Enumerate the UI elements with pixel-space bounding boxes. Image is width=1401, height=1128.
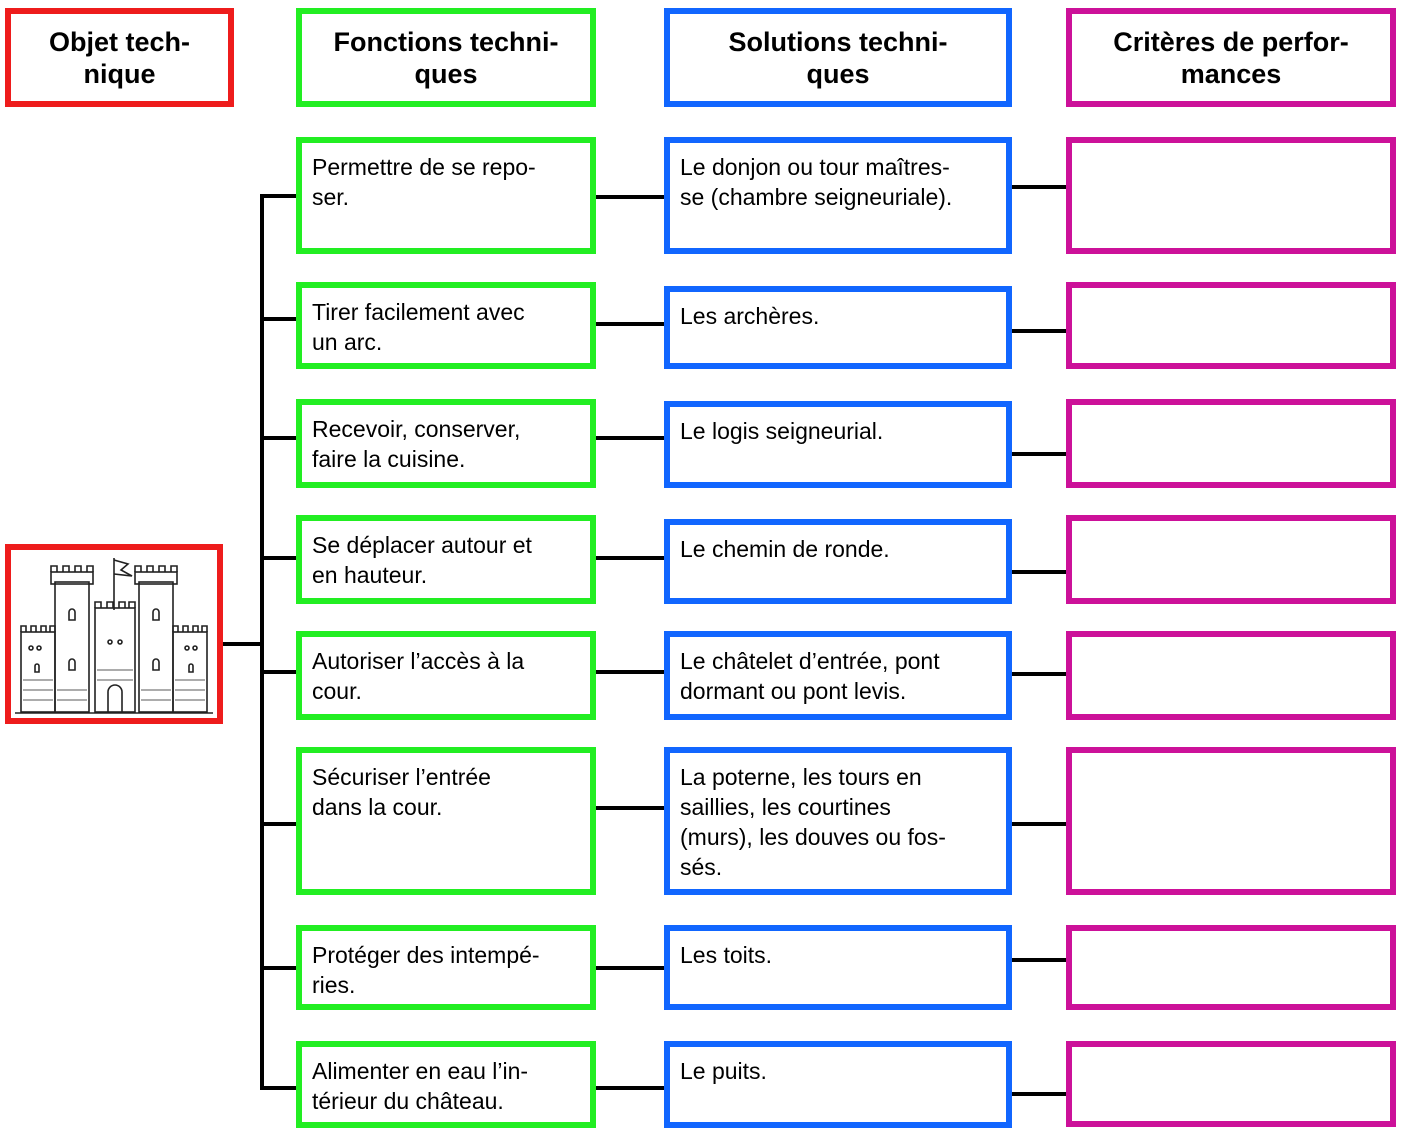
solution-box: Le logis seigneurial. — [664, 401, 1012, 488]
header-fonctions-label: Fonctions techni- ques — [333, 26, 559, 89]
header-solutions-label: Solutions techni- ques — [728, 26, 948, 89]
solution-box: Les archères. — [664, 286, 1012, 369]
branch-line — [260, 194, 300, 198]
header-objet-label: Objet tech- nique — [48, 26, 190, 89]
branch-line — [260, 317, 300, 321]
solution-box: La poterne, les tours en saillies, les c… — [664, 747, 1012, 895]
critere-box[interactable] — [1066, 137, 1396, 254]
header-fonctions-techniques: Fonctions techni- ques — [296, 8, 596, 107]
link-solution-critere — [1010, 452, 1070, 456]
critere-box[interactable] — [1066, 747, 1396, 895]
solution-box: Le chemin de ronde. — [664, 519, 1012, 604]
header-criteres-label: Critères de perfor- mances — [1113, 26, 1349, 89]
fonction-box: Tirer facilement avec un arc. — [296, 282, 596, 369]
connector-object-trunk — [223, 642, 264, 646]
solution-box: Le puits. — [664, 1041, 1012, 1128]
solution-box: Le donjon ou tour maîtres- se (chambre s… — [664, 137, 1012, 254]
branch-line — [260, 556, 300, 560]
branch-line — [260, 670, 300, 674]
link-solution-critere — [1010, 1092, 1070, 1096]
critere-box[interactable] — [1066, 282, 1396, 369]
fonction-box: Se déplacer autour et en hauteur. — [296, 515, 596, 604]
link-fonction-solution — [594, 670, 668, 674]
header-solutions-techniques: Solutions techni- ques — [664, 8, 1012, 107]
link-solution-critere — [1010, 958, 1070, 962]
link-fonction-solution — [594, 322, 668, 326]
connector-trunk-vertical — [260, 194, 264, 1090]
critere-box[interactable] — [1066, 925, 1396, 1010]
link-fonction-solution — [594, 436, 668, 440]
link-solution-critere — [1010, 329, 1070, 333]
link-solution-critere — [1010, 672, 1070, 676]
critere-box[interactable] — [1066, 1041, 1396, 1127]
solution-box: Le châtelet d’entrée, pont dormant ou po… — [664, 631, 1012, 720]
critere-box[interactable] — [1066, 399, 1396, 488]
castle-image-box — [5, 544, 223, 724]
link-solution-critere — [1010, 822, 1070, 826]
fonction-box: Alimenter en eau l’in- térieur du châtea… — [296, 1041, 596, 1128]
branch-line — [260, 1086, 300, 1090]
castle-illustration — [15, 558, 213, 714]
link-solution-critere — [1010, 570, 1070, 574]
critere-box[interactable] — [1066, 631, 1396, 720]
header-objet-technique: Objet tech- nique — [5, 8, 234, 107]
fonction-box: Sécuriser l’entrée dans la cour. — [296, 747, 596, 895]
branch-line — [260, 436, 300, 440]
fonction-box: Recevoir, conserver, faire la cuisine. — [296, 399, 596, 488]
branch-line — [260, 822, 300, 826]
fonction-box: Autoriser l’accès à la cour. — [296, 631, 596, 720]
branch-line — [260, 966, 300, 970]
link-fonction-solution — [594, 195, 668, 199]
link-fonction-solution — [594, 556, 668, 560]
critere-box[interactable] — [1066, 515, 1396, 604]
link-fonction-solution — [594, 966, 668, 970]
header-criteres-performances: Critères de perfor- mances — [1066, 8, 1396, 107]
fonction-box: Protéger des intempé- ries. — [296, 925, 596, 1010]
link-solution-critere — [1010, 185, 1070, 189]
solution-box: Les toits. — [664, 925, 1012, 1010]
link-fonction-solution — [594, 1086, 668, 1090]
fonction-box: Permettre de se repo- ser. — [296, 137, 596, 254]
link-fonction-solution — [594, 806, 668, 810]
